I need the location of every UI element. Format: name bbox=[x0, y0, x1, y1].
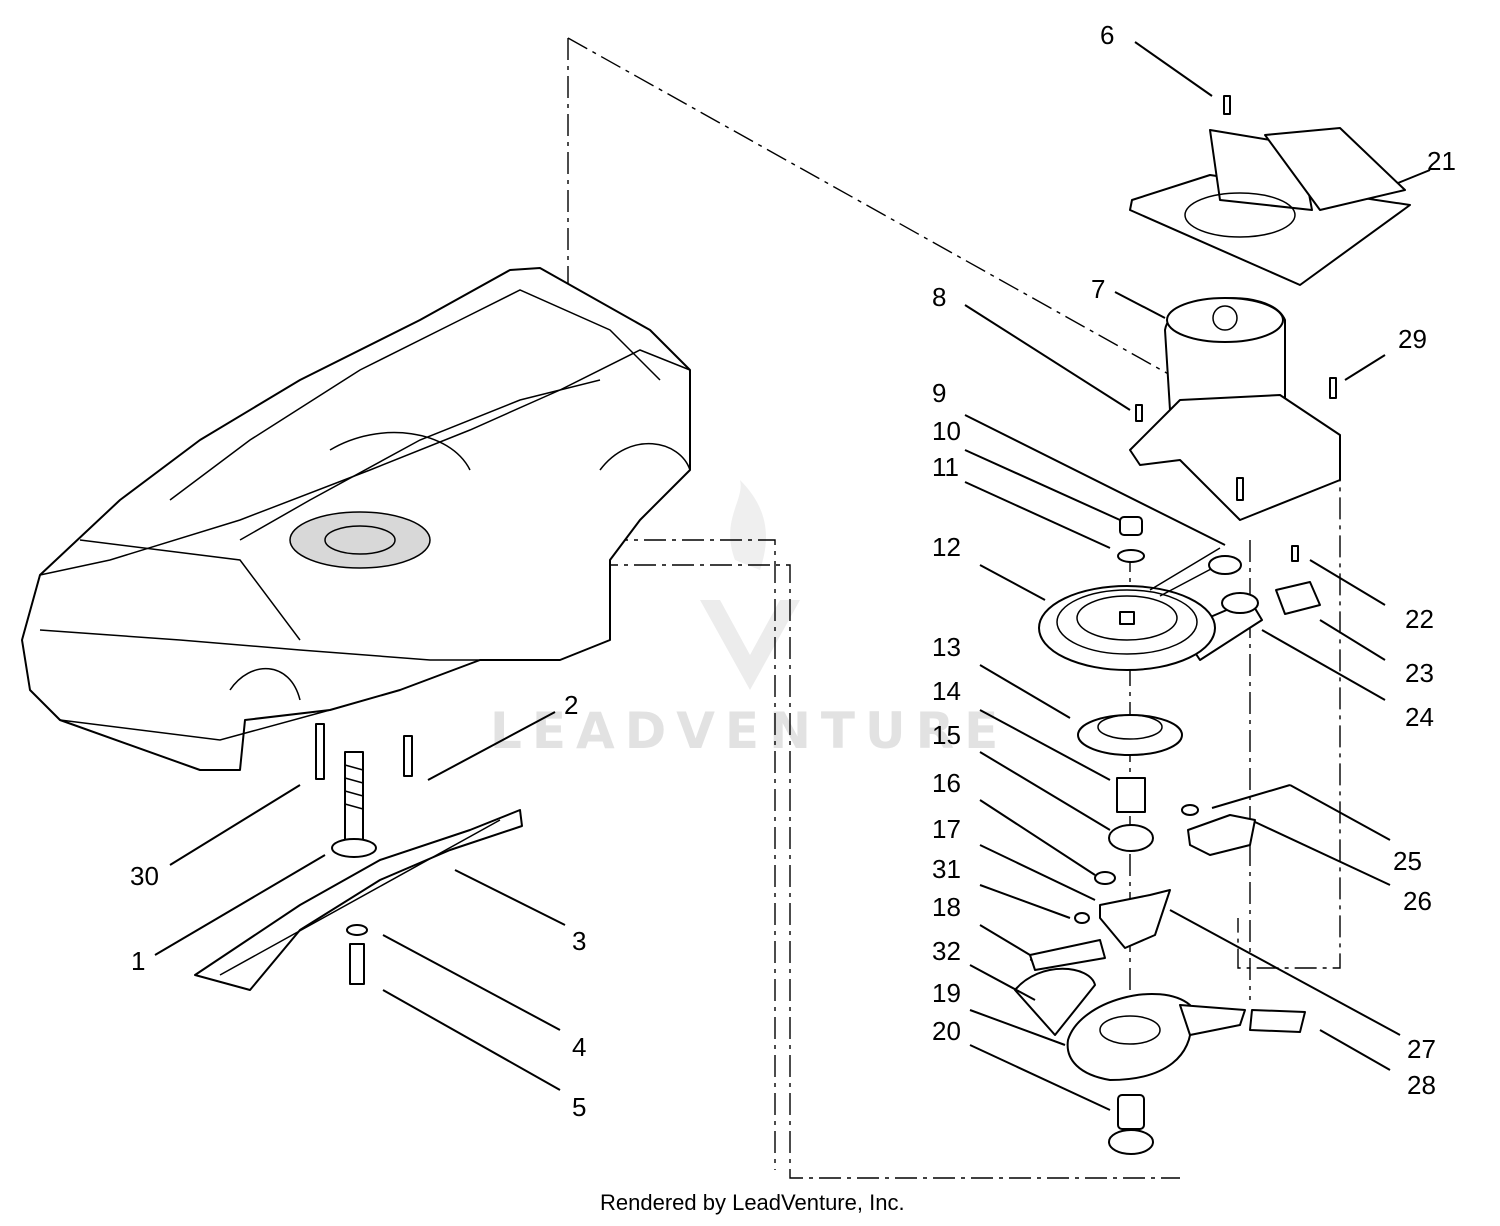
spring-28 bbox=[1249, 1009, 1306, 1033]
screw-22 bbox=[1291, 545, 1299, 562]
blade-assembly bbox=[194, 723, 523, 991]
screw-29 bbox=[1329, 377, 1337, 399]
arm-26 bbox=[1187, 814, 1256, 856]
callout-18: 18 bbox=[932, 892, 961, 922]
hub-14 bbox=[1116, 777, 1146, 813]
washer bbox=[346, 924, 368, 936]
callout-21: 21 bbox=[1427, 146, 1456, 176]
callout-11: 11 bbox=[932, 452, 959, 482]
callout-30: 30 bbox=[130, 861, 159, 891]
callout-7: 7 bbox=[1091, 274, 1105, 304]
callout-26: 26 bbox=[1403, 886, 1432, 916]
footer-credit: Rendered by LeadVenture, Inc. bbox=[600, 1190, 905, 1215]
spindle-flange bbox=[331, 838, 377, 858]
motor-mount bbox=[1129, 394, 1341, 521]
motor-part bbox=[1129, 297, 1341, 521]
idler-pulley bbox=[1221, 592, 1259, 614]
watermark-flame bbox=[730, 480, 766, 570]
bearing-15 bbox=[1108, 824, 1154, 852]
washer-11 bbox=[1117, 549, 1145, 563]
mower-deck bbox=[21, 267, 691, 771]
callout-16: 16 bbox=[932, 768, 961, 798]
callout-22: 22 bbox=[1405, 604, 1434, 634]
deck-spindle-opening bbox=[289, 511, 431, 569]
callout-24: 24 bbox=[1405, 702, 1434, 732]
callout-28: 28 bbox=[1407, 1070, 1436, 1100]
callout-5: 5 bbox=[572, 1092, 586, 1122]
callout-20: 20 bbox=[932, 1016, 961, 1046]
callout-13: 13 bbox=[932, 632, 961, 662]
callout-8: 8 bbox=[932, 282, 946, 312]
callout-14: 14 bbox=[932, 676, 961, 706]
spring-18 bbox=[1029, 939, 1106, 971]
callout-1: 1 bbox=[131, 946, 145, 976]
guard-32 bbox=[1014, 967, 1096, 1036]
bearing bbox=[1108, 1129, 1154, 1155]
callout-9: 9 bbox=[932, 378, 946, 408]
base-19 bbox=[1066, 992, 1193, 1081]
callout-4: 4 bbox=[572, 1032, 586, 1062]
callout-6: 6 bbox=[1100, 20, 1114, 50]
watermark-logo bbox=[700, 600, 800, 690]
blade-bolt bbox=[349, 943, 365, 985]
callout-3: 3 bbox=[572, 926, 586, 956]
nut-10 bbox=[1119, 516, 1143, 536]
clip-23 bbox=[1275, 581, 1321, 615]
callout-15: 15 bbox=[932, 720, 961, 750]
callout-32: 32 bbox=[932, 936, 961, 966]
screw-6 bbox=[1223, 95, 1231, 115]
bracket-17 bbox=[1099, 889, 1171, 949]
nut-31 bbox=[1074, 912, 1090, 924]
callout-2: 2 bbox=[564, 690, 578, 720]
callout-19: 19 bbox=[932, 978, 961, 1008]
pulley-assembly bbox=[1014, 516, 1321, 1155]
washer-25 bbox=[1181, 804, 1199, 816]
blade bbox=[194, 809, 523, 991]
callout-23: 23 bbox=[1405, 658, 1434, 688]
callout-27: 27 bbox=[1407, 1034, 1436, 1064]
callout-17: 17 bbox=[932, 814, 961, 844]
callout-29: 29 bbox=[1398, 324, 1427, 354]
idler-pulley-9 bbox=[1208, 555, 1242, 575]
callout-labels: 6 21 7 8 29 9 10 11 12 22 13 23 14 24 15… bbox=[130, 20, 1456, 1122]
callout-25: 25 bbox=[1393, 846, 1422, 876]
deck-bolt-30 bbox=[315, 723, 325, 780]
pulley-12 bbox=[1038, 585, 1216, 671]
callout-10: 10 bbox=[932, 416, 961, 446]
watermark: LEADVENTURE bbox=[490, 480, 1008, 760]
deck-screw-2 bbox=[403, 735, 413, 777]
watermark-text: LEADVENTURE bbox=[490, 702, 1008, 760]
leader-lines bbox=[154, 41, 1431, 1111]
pulley-13 bbox=[1077, 714, 1183, 756]
bushing-20 bbox=[1117, 1094, 1145, 1130]
callout-31: 31 bbox=[932, 854, 961, 884]
cover-part bbox=[1129, 95, 1411, 286]
nut-16 bbox=[1094, 871, 1116, 885]
callout-12: 12 bbox=[932, 532, 961, 562]
